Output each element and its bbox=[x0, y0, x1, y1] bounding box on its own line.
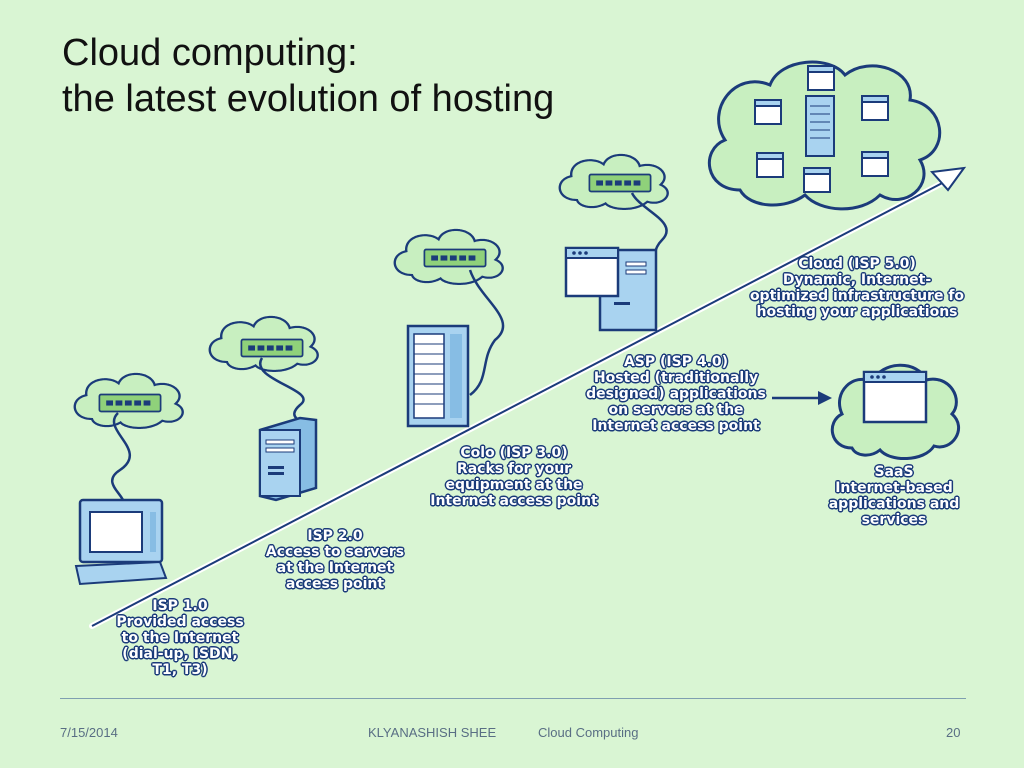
footer-page-number: 20 bbox=[946, 725, 961, 740]
footer-date: 7/15/2014 bbox=[60, 725, 118, 740]
stage-line: Access to servers bbox=[265, 544, 405, 560]
footer-author: KLYANASHISH SHEE bbox=[368, 725, 497, 740]
stage-line: T1, T3) bbox=[152, 662, 208, 678]
stage-line: at the Internet bbox=[276, 560, 394, 576]
stage-line: Internet access point bbox=[592, 418, 760, 434]
tower-server-icon bbox=[258, 416, 318, 502]
stage-label-isp1: ISP 1.0 Provided access to the Internet … bbox=[100, 598, 260, 678]
stage4-cloud-icon bbox=[558, 153, 669, 211]
stage-label-colo: Colo (ISP 3.0) Racks for your equipment … bbox=[416, 445, 612, 509]
stage-label-isp2: ISP 2.0 Access to servers at the Interne… bbox=[250, 528, 420, 592]
stage-line: on servers at the bbox=[608, 402, 744, 418]
stage-line: equipment at the bbox=[445, 477, 583, 493]
stage3-cloud-icon bbox=[393, 228, 504, 286]
stage-line: to the Internet bbox=[121, 630, 239, 646]
stage-heading: Cloud (ISP 5.0) bbox=[798, 256, 916, 272]
stage-heading: Colo (ISP 3.0) bbox=[460, 445, 568, 461]
stage-line: designed) applications bbox=[586, 386, 766, 402]
stage-heading: ISP 1.0 bbox=[152, 598, 208, 614]
stage2-cloud-icon bbox=[208, 315, 319, 373]
title-line-1: Cloud computing: bbox=[62, 32, 358, 74]
stage1-cloud-icon bbox=[73, 372, 184, 430]
big-cloud-icon bbox=[708, 60, 942, 211]
title-line-2: the latest evolution of hosting bbox=[62, 78, 555, 120]
stage-heading: ASP (ISP 4.0) bbox=[623, 354, 729, 370]
stage-line: access point bbox=[285, 576, 385, 592]
stage-line: Internet-based bbox=[835, 480, 953, 496]
stage-label-asp: ASP (ISP 4.0) Hosted (traditionally desi… bbox=[576, 354, 776, 434]
stage-line: hosting your applications bbox=[756, 304, 958, 320]
saas-cloud-icon bbox=[830, 363, 960, 461]
footer-divider bbox=[60, 698, 966, 699]
pc-icon bbox=[74, 498, 168, 586]
server-rack-icon bbox=[406, 324, 470, 428]
stage-line: (dial-up, ISDN, bbox=[122, 646, 238, 662]
stage-line: Dynamic, Internet- bbox=[782, 272, 932, 288]
stage-line: Provided access bbox=[116, 614, 244, 630]
stage-line: Racks for your bbox=[456, 461, 572, 477]
footer-topic: Cloud Computing bbox=[538, 725, 639, 740]
stage-heading: SaaS bbox=[874, 464, 914, 480]
stage-line: applications and bbox=[828, 496, 960, 512]
stage-line: Hosted (traditionally bbox=[593, 370, 759, 386]
stage-heading: ISP 2.0 bbox=[307, 528, 363, 544]
stage-line: services bbox=[861, 512, 927, 528]
slide-title: Cloud computing: the latest evolution of… bbox=[62, 30, 554, 122]
evolution-arrow-head bbox=[929, 166, 967, 192]
stage-line: Internet access point bbox=[430, 493, 598, 509]
app-server-icon bbox=[564, 246, 658, 332]
stage-line: optimized infrastructure fo bbox=[749, 288, 965, 304]
stage-label-saas: SaaS Internet-based applications and ser… bbox=[816, 464, 972, 528]
stage-label-cloud: Cloud (ISP 5.0) Dynamic, Internet- optim… bbox=[742, 256, 972, 320]
